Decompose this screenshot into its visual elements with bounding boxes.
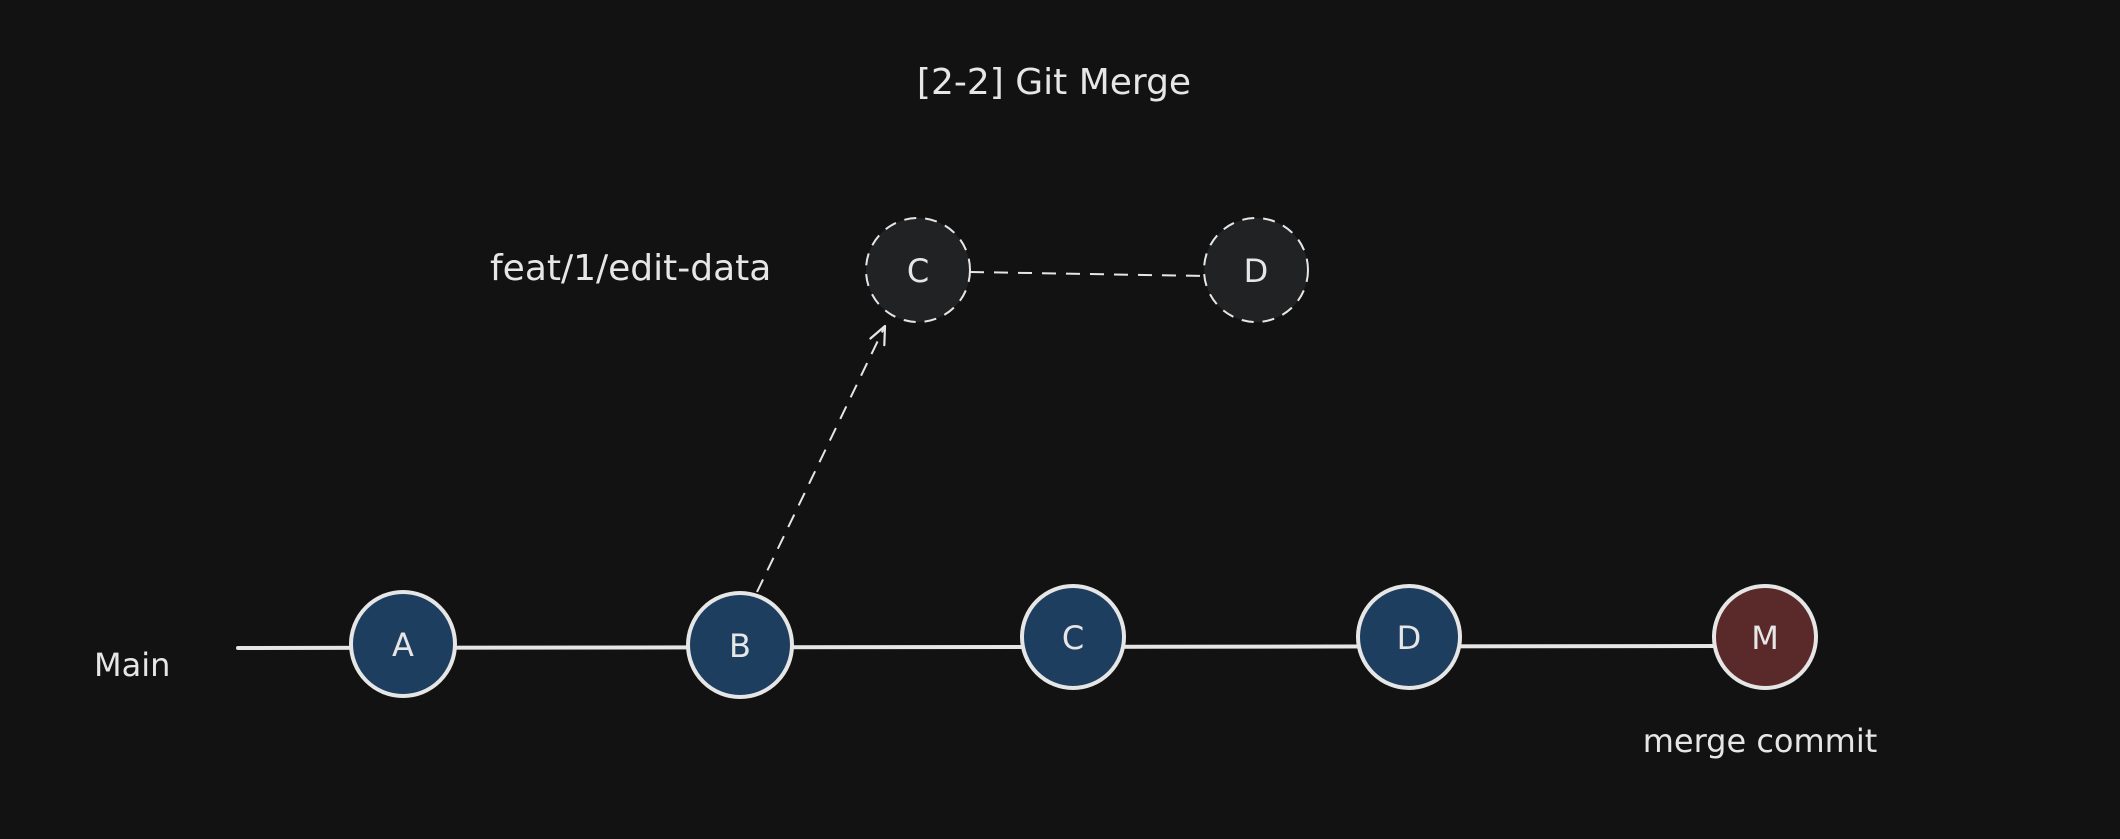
merge-commit-m-node — [1712, 584, 1818, 690]
feature-branch-line — [969, 271, 1206, 277]
diagram-title: [2-2] Git Merge — [917, 62, 1191, 103]
main-commit-c: C — [1020, 584, 1126, 690]
merge-commit-m: M — [1712, 584, 1818, 690]
main-commit-b-node — [686, 591, 794, 699]
main-commit-c-node — [1020, 584, 1126, 690]
main-commit-d: D — [1356, 584, 1462, 690]
main-commit-a-label: A — [392, 626, 414, 664]
main-branch-label: Main — [94, 646, 170, 684]
main-commit-a-node — [349, 590, 457, 698]
branch-off-arrow — [756, 324, 887, 593]
merge-commit-m-label: M — [1751, 619, 1779, 657]
main-commit-b: B — [686, 591, 794, 699]
main-commit-c-label: C — [1062, 619, 1084, 657]
feature-commit-d: D — [1203, 217, 1309, 323]
feature-branch-label: feat/1/edit-data — [490, 248, 771, 289]
feature-commit-d-label: D — [1244, 252, 1269, 290]
main-commit-a: A — [349, 590, 457, 698]
main-commit-b-label: B — [729, 627, 751, 665]
merge-commit-caption: merge commit — [1643, 722, 1878, 760]
feature-commit-c-label: C — [907, 252, 929, 290]
feature-commit-c: C — [865, 217, 971, 323]
main-branch-line — [236, 644, 1722, 650]
feature-commit-c-node — [865, 217, 971, 323]
main-commit-d-label: D — [1397, 619, 1422, 657]
main-commit-d-node — [1356, 584, 1462, 690]
feature-commit-d-node — [1203, 217, 1309, 323]
